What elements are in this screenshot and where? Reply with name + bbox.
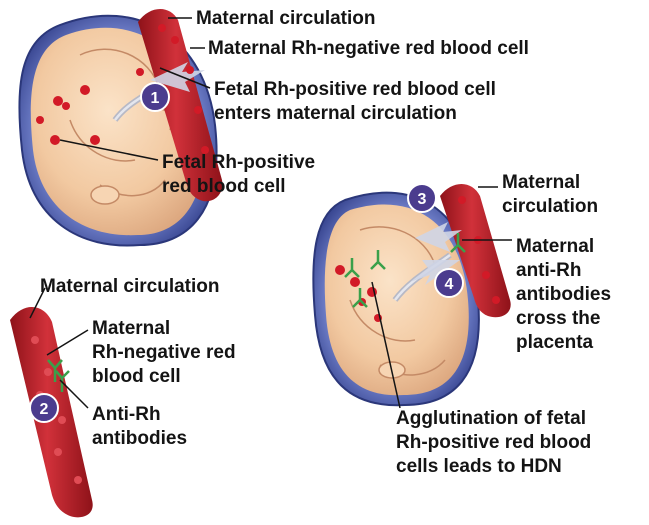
step-badge-3: 3 — [407, 183, 437, 213]
fetal-blood-cells-top — [36, 24, 209, 154]
label-antibodies-cross-line5: placenta — [516, 332, 594, 353]
label-maternal-rh-negative-mid-line3: blood cell — [92, 366, 181, 387]
label-agglutination-line1: Agglutination of fetal — [396, 408, 586, 429]
antibodies-right — [344, 233, 466, 308]
label-fetal-enters-line1: Fetal Rh-positive red blood cell — [214, 79, 496, 100]
step-1-number: 1 — [151, 90, 160, 107]
label-maternal-rh-negative-top: Maternal Rh-negative red blood cell — [208, 38, 529, 59]
label-antibodies-cross-line3: antibodies — [516, 284, 612, 305]
label-maternal-rh-negative-mid-line2: Rh-negative red — [92, 342, 236, 363]
label-anti-rh-line2: antibodies — [92, 428, 188, 449]
vessel-right — [440, 184, 511, 318]
label-agglutination-line3: cells leads to HDN — [396, 456, 562, 477]
label-maternal-circulation-right-line1: Maternal — [502, 172, 581, 193]
label-agglutination-line2: Rh-positive red blood — [396, 432, 592, 453]
transfer-arrow-1 — [150, 62, 205, 92]
step-4-number: 4 — [445, 276, 454, 293]
antibodies-bottom-left — [47, 359, 70, 392]
leader-lines — [29, 17, 512, 409]
label-maternal-circulation-top: Maternal circulation — [196, 8, 376, 29]
step-badge-1: 1 — [140, 82, 170, 112]
step-3-number: 3 — [418, 191, 427, 208]
label-fetal-rh-positive-line2: red blood cell — [162, 176, 286, 197]
step-badge-4: 4 — [434, 268, 464, 298]
label-maternal-circulation-mid: Maternal circulation — [40, 276, 220, 297]
step-2-number: 2 — [40, 401, 49, 418]
label-fetal-rh-positive-line1: Fetal Rh-positive — [162, 152, 316, 173]
label-fetal-enters-line2: enters maternal circulation — [214, 103, 457, 124]
transfer-arrows-right — [410, 222, 462, 285]
label-antibodies-cross-line4: cross the — [516, 308, 601, 329]
label-antibodies-cross-line2: anti-Rh — [516, 260, 582, 281]
label-maternal-circulation-right-line2: circulation — [502, 196, 599, 217]
label-anti-rh-line1: Anti-Rh — [92, 404, 161, 425]
label-maternal-rh-negative-mid-line1: Maternal — [92, 318, 171, 339]
step-badge-2: 2 — [29, 393, 59, 423]
label-antibodies-cross-line1: Maternal — [516, 236, 595, 257]
vessel-top — [138, 8, 223, 202]
